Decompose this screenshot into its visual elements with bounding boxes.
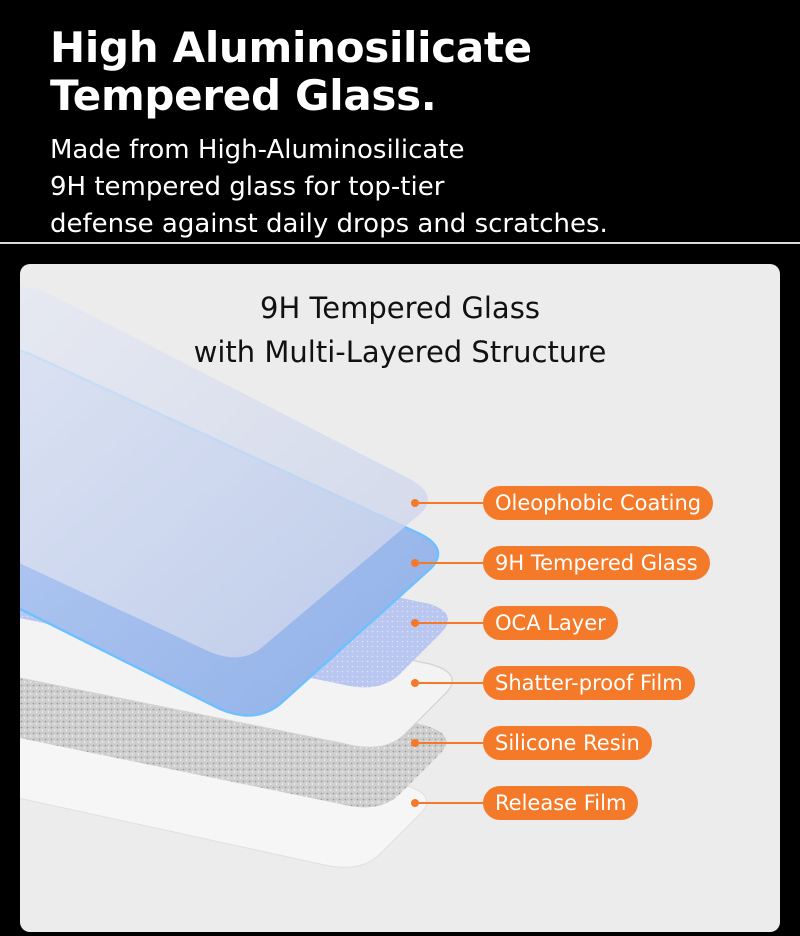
- release-film-leader: [419, 802, 483, 804]
- oleophobic-coating-leader: [419, 502, 483, 504]
- diagram-title: 9H Tempered Glass with Multi-Layered Str…: [20, 286, 780, 374]
- description-line-1: Made from High-Aluminosilicate: [50, 135, 465, 165]
- oleophobic-coating-layer: [20, 286, 428, 658]
- header-divider: [0, 242, 800, 244]
- diagram-title-line-2: with Multi-Layered Structure: [193, 335, 607, 369]
- headline-line-2: Tempered Glass.: [50, 71, 437, 120]
- headline: High Aluminosilicate Tempered Glass.: [50, 24, 770, 120]
- description-line-2: 9H tempered glass for top-tier: [50, 172, 445, 202]
- oleophobic-coating-marker: [411, 499, 419, 507]
- shatter-proof-film-label: Shatter-proof Film: [483, 666, 695, 700]
- oca-layer-marker: [411, 619, 419, 627]
- tempered-glass-leader: [419, 562, 483, 564]
- tempered-glass-marker: [411, 559, 419, 567]
- headline-line-1: High Aluminosilicate: [50, 23, 532, 72]
- silicone-resin-marker: [411, 739, 419, 747]
- release-film-label: Release Film: [483, 786, 639, 820]
- oca-layer-leader: [419, 622, 483, 624]
- oca-layer-label: OCA Layer: [483, 606, 618, 640]
- shatter-proof-film-leader: [419, 682, 483, 684]
- shatter-proof-film-marker: [411, 679, 419, 687]
- tempered-glass-label: 9H Tempered Glass: [483, 546, 710, 580]
- layer-diagram-panel: 9H Tempered Glass with Multi-Layered Str…: [20, 264, 780, 932]
- oleophobic-coating-label: Oleophobic Coating: [483, 486, 714, 520]
- diagram-title-line-1: 9H Tempered Glass: [260, 291, 540, 325]
- description: Made from High-Aluminosilicate 9H temper…: [50, 132, 770, 243]
- glass-layers-illustration: [20, 286, 453, 868]
- description-line-3: defense against daily drops and scratche…: [50, 209, 608, 239]
- silicone-resin-label: Silicone Resin: [483, 726, 652, 760]
- silicone-resin-leader: [419, 742, 483, 744]
- release-film-marker: [411, 799, 419, 807]
